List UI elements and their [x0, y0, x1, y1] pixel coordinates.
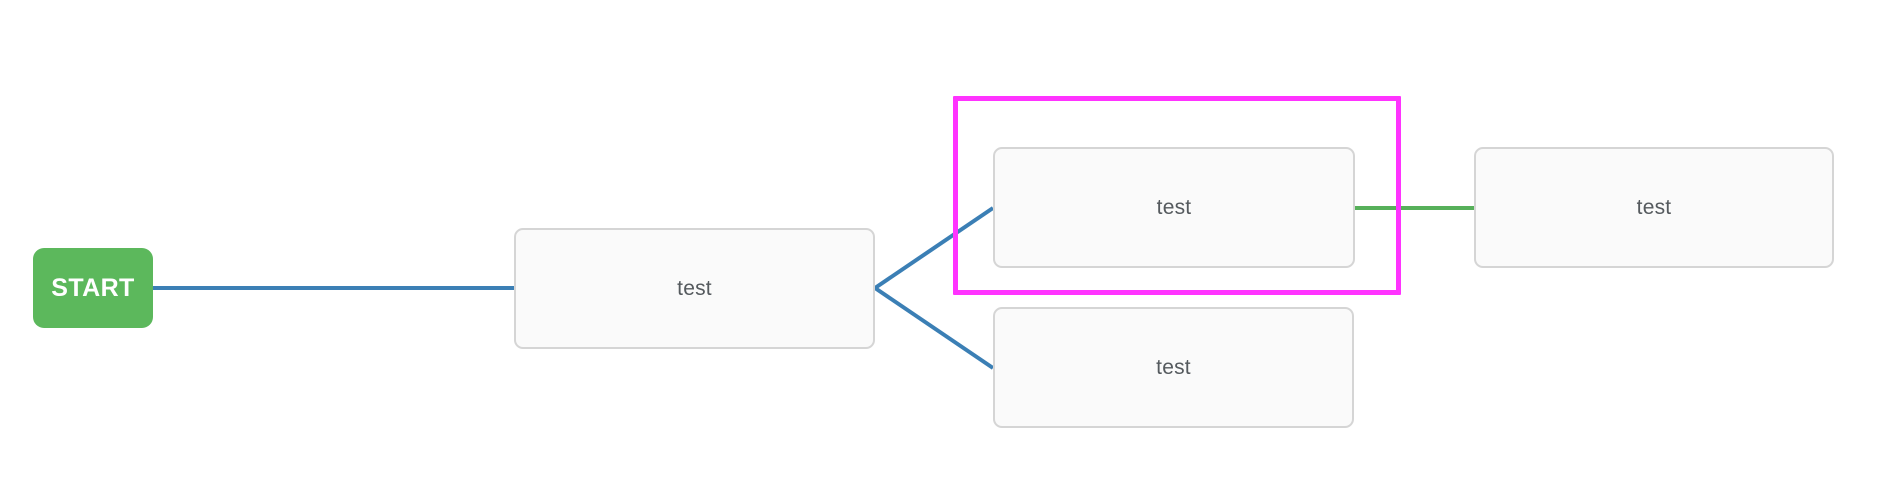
- node-start-label: START: [51, 273, 135, 302]
- edge-node1-to-node3: [873, 286, 995, 370]
- selection-rectangle[interactable]: [953, 96, 1401, 295]
- node-test-3[interactable]: test: [993, 307, 1354, 428]
- node-test-4-label: test: [1636, 196, 1672, 219]
- node-start[interactable]: START: [33, 248, 153, 328]
- node-test-2[interactable]: test: [993, 147, 1355, 268]
- node-test-4[interactable]: test: [1474, 147, 1834, 268]
- node-test-1[interactable]: test: [514, 228, 875, 349]
- node-test-3-label: test: [1156, 356, 1191, 379]
- node-test-1-label: test: [677, 277, 712, 300]
- node-test-2-label: test: [1156, 196, 1192, 219]
